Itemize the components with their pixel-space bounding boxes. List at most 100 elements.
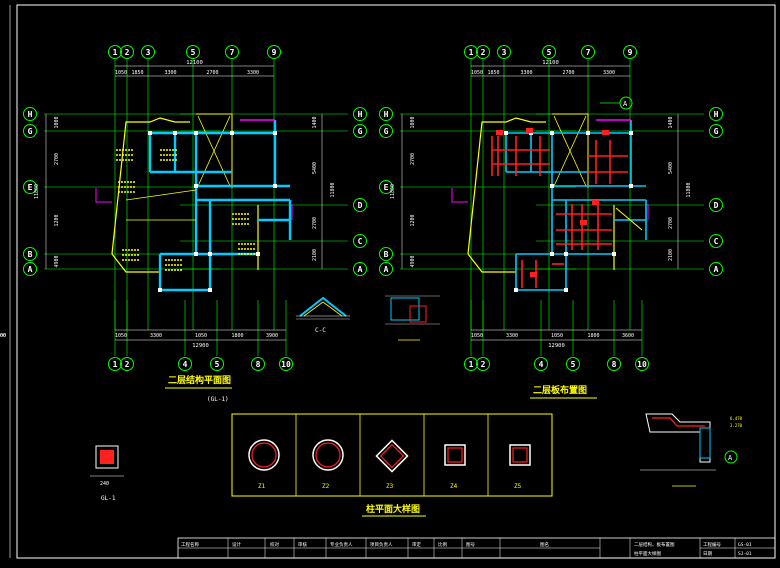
left-dim-2: 1200 bbox=[410, 214, 416, 226]
left-plan-subtitle: (GL-1) bbox=[207, 396, 229, 403]
left-axis-B-bubble bbox=[379, 247, 393, 261]
right-axis-C-bubble bbox=[353, 234, 367, 248]
left-axis-G-label: G bbox=[28, 127, 33, 136]
top-dim-0: 1050 bbox=[471, 70, 483, 76]
title-block-cell-6: 审定 bbox=[412, 541, 421, 548]
right-axis-G-bubble bbox=[709, 124, 723, 138]
bottom-dim-0: 1050 bbox=[471, 333, 483, 339]
stair-diagonal-2 bbox=[553, 115, 587, 187]
bottom-total-dim: 12900 bbox=[192, 343, 209, 349]
slab-edge-west bbox=[451, 188, 468, 203]
title-block: 工程名称 设计 校对 审核 专业负责人 项目负责人 审定 比例 图号 图名 工程… bbox=[177, 537, 776, 559]
left-axis-E-label: E bbox=[384, 183, 389, 192]
top-axis-9-bubble bbox=[267, 45, 281, 59]
column-z3-label: Z3 bbox=[386, 483, 394, 490]
bottom-dim-5: 2100 bbox=[0, 333, 6, 339]
column-1 bbox=[173, 131, 177, 135]
left-axis-G-label: G bbox=[384, 127, 389, 136]
eave-elev2: 3.270 bbox=[730, 423, 743, 428]
bottom-axis-8-label: 8 bbox=[256, 360, 261, 369]
bottom-axis-2-bubble bbox=[120, 357, 134, 371]
rebar-mark-4 bbox=[530, 272, 537, 277]
column-11 bbox=[256, 252, 260, 256]
column-z4-section bbox=[444, 444, 466, 466]
bottom-axis-4-bubble bbox=[178, 357, 192, 371]
bottom-total-dim: 12900 bbox=[548, 343, 565, 349]
column-2 bbox=[194, 131, 198, 135]
column-4 bbox=[273, 131, 277, 135]
title-block-cell-10: 工程编号 bbox=[703, 541, 721, 548]
left-dim-1: 2700 bbox=[410, 153, 416, 165]
bottom-axis-8-label: 8 bbox=[612, 360, 617, 369]
bottom-dim-3: 1800 bbox=[587, 333, 599, 339]
top-axis-1-bubble bbox=[108, 45, 122, 59]
left-axis-E-label: E bbox=[28, 183, 33, 192]
right-total-dim: 11800 bbox=[330, 182, 336, 197]
right-plan-title: 二层板布置图 bbox=[533, 384, 587, 396]
column-5 bbox=[550, 184, 554, 188]
section-cc-label: C-C bbox=[315, 327, 326, 334]
gl1-label: GL-1 bbox=[101, 495, 116, 502]
right-axis-H-bubble bbox=[709, 107, 723, 121]
top-dim-2: 3300 bbox=[164, 70, 176, 76]
right-axis-G-bubble bbox=[353, 124, 367, 138]
column-z2-section bbox=[312, 439, 344, 471]
top-dim-2: 3300 bbox=[520, 70, 532, 76]
right-axis-C-label: C bbox=[714, 237, 719, 246]
gl1-detail: 240 GL-1 bbox=[90, 445, 124, 502]
bottom-axis-2-bubble bbox=[476, 357, 490, 371]
left-axis-E-bubble bbox=[379, 180, 393, 194]
column-10 bbox=[564, 288, 568, 292]
section-marker-a-label: A bbox=[623, 100, 628, 108]
bottom-dim-4: 3600 bbox=[622, 333, 634, 339]
section-cc-detail: C-C bbox=[296, 296, 350, 334]
top-axis-9-label: 9 bbox=[272, 48, 277, 57]
left-axis-B-label: B bbox=[28, 250, 33, 259]
bottom-axis-1-label: 1 bbox=[113, 360, 118, 369]
bottom-axis-2-label: 2 bbox=[481, 360, 486, 369]
column-z1-section bbox=[248, 439, 280, 471]
left-plan-title: 二层结构平面图 bbox=[168, 374, 231, 386]
left-axis-B-label: B bbox=[384, 250, 389, 259]
right-axis-G-label: G bbox=[358, 127, 363, 136]
top-axis-2-label: 2 bbox=[125, 48, 130, 57]
bottom-dim-1: 3300 bbox=[150, 333, 162, 339]
rebar-mark-0 bbox=[496, 130, 503, 135]
column-7 bbox=[194, 252, 198, 256]
column-9 bbox=[514, 288, 518, 292]
outline-north-west bbox=[111, 117, 190, 255]
bottom-dim-2: 1050 bbox=[551, 333, 563, 339]
right-dim-0: 1400 bbox=[312, 116, 318, 128]
title-block-cell-9: 图名 bbox=[540, 541, 549, 548]
column-z5-label: Z5 bbox=[514, 483, 522, 490]
top-total-dim: 12100 bbox=[186, 60, 203, 66]
top-axis-7-bubble bbox=[225, 45, 239, 59]
column-8 bbox=[564, 252, 568, 256]
column-0 bbox=[504, 131, 508, 135]
bottom-dim-3: 1800 bbox=[231, 333, 243, 339]
left-axis-A-bubble bbox=[379, 262, 393, 276]
bottom-dim-0: 1050 bbox=[115, 333, 127, 339]
right-dim-3: 2100 bbox=[668, 249, 674, 261]
right-axis-H-label: H bbox=[714, 110, 719, 119]
bottom-axis-4-label: 4 bbox=[539, 360, 544, 369]
top-dim-3: 2700 bbox=[562, 70, 574, 76]
bottom-axis-5-bubble bbox=[566, 357, 580, 371]
left-dim-1: 2700 bbox=[54, 153, 60, 165]
left-total-dim: 11800 bbox=[390, 184, 396, 199]
top-total-dim: 12100 bbox=[542, 60, 559, 66]
eave-detail-marker bbox=[724, 450, 738, 464]
top-dim-0: 1050 bbox=[115, 70, 127, 76]
beam-section-detail bbox=[385, 295, 440, 341]
gl1-width: 240 bbox=[100, 481, 109, 487]
column-z4-label: Z4 bbox=[450, 483, 458, 490]
left-total-dim: 11800 bbox=[34, 184, 40, 199]
top-axis-1-label: 1 bbox=[113, 48, 118, 57]
top-axis-3-bubble bbox=[141, 45, 155, 59]
title-block-cell-5: 项目负责人 bbox=[370, 541, 393, 548]
right-dim-0: 1400 bbox=[668, 116, 674, 128]
bottom-dim-4: 3900 bbox=[266, 333, 278, 339]
column-7 bbox=[550, 252, 554, 256]
column-z3-section bbox=[375, 439, 409, 473]
